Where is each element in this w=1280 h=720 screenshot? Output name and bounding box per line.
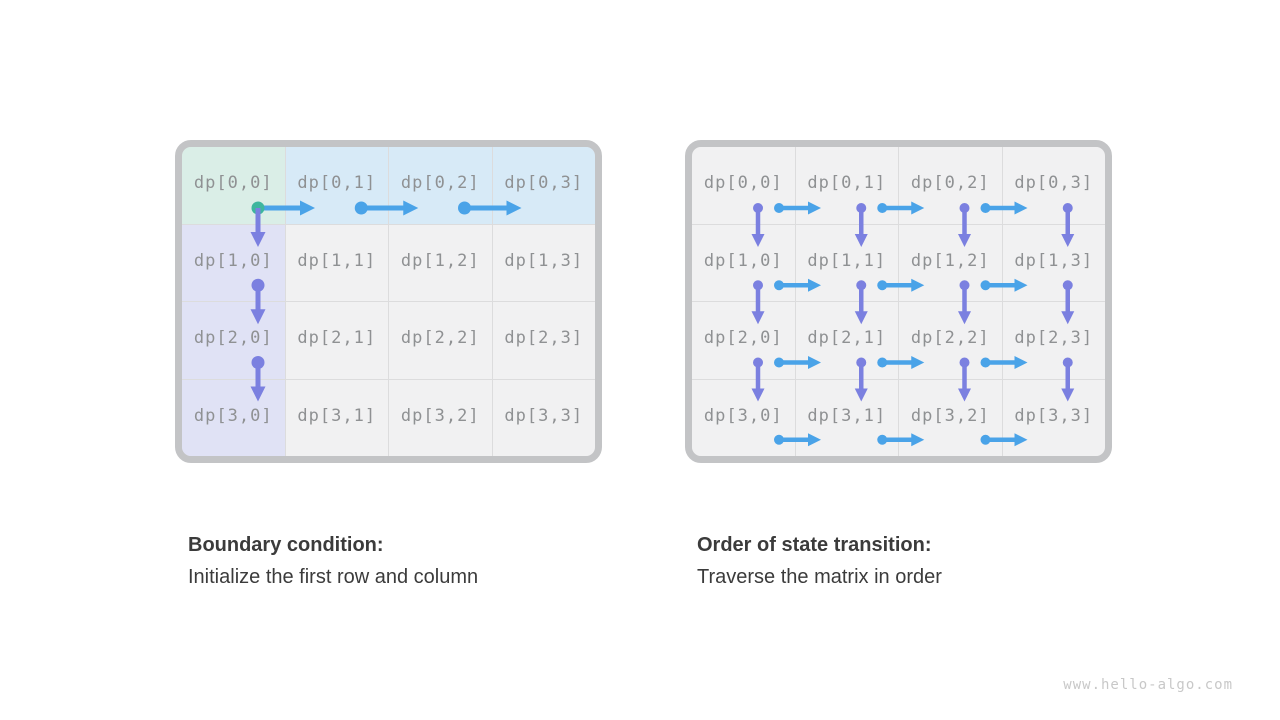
matrix-cell-0-0: dp[0,0]: [692, 147, 795, 224]
matrix-cell-2-1: dp[2,1]: [285, 302, 388, 379]
matrix-cell-1-2: dp[1,2]: [389, 224, 492, 301]
matrix-cell-0-0: dp[0,0]: [182, 147, 285, 224]
matrix-cell-2-0: dp[2,0]: [182, 302, 285, 379]
left-caption: Boundary condition: Initialize the first…: [188, 529, 478, 593]
matrix-cell-0-1: dp[0,1]: [285, 147, 388, 224]
matrix-cell-1-3: dp[1,3]: [1002, 224, 1105, 301]
matrix-cell-0-2: dp[0,2]: [389, 147, 492, 224]
matrix-cell-1-1: dp[1,1]: [285, 224, 388, 301]
left-caption-body: Initialize the first row and column: [188, 566, 479, 588]
matrix-cell-2-3: dp[2,3]: [1002, 302, 1105, 379]
matrix-cell-2-2: dp[2,2]: [389, 302, 492, 379]
state-transition-grid: dp[0,0]dp[0,1]dp[0,2]dp[0,3]dp[1,0]dp[1,…: [685, 140, 1112, 463]
boundary-condition-grid: dp[0,0]dp[0,1]dp[0,2]dp[0,3]dp[1,0]dp[1,…: [175, 140, 602, 463]
right-caption-body: Traverse the matrix in order: [697, 566, 942, 588]
matrix-cell-2-3: dp[2,3]: [492, 302, 595, 379]
matrix-cell-3-0: dp[3,0]: [692, 379, 795, 456]
matrix-cell-1-1: dp[1,1]: [795, 224, 898, 301]
matrix-cell-3-3: dp[3,3]: [492, 379, 595, 456]
state-transition-cells: dp[0,0]dp[0,1]dp[0,2]dp[0,3]dp[1,0]dp[1,…: [692, 147, 1105, 456]
matrix-cell-2-2: dp[2,2]: [899, 302, 1002, 379]
matrix-cell-2-0: dp[2,0]: [692, 302, 795, 379]
matrix-cell-1-0: dp[1,0]: [692, 224, 795, 301]
matrix-cell-0-2: dp[0,2]: [899, 147, 1002, 224]
matrix-cell-1-0: dp[1,0]: [182, 224, 285, 301]
matrix-cell-3-2: dp[3,2]: [899, 379, 1002, 456]
matrix-cell-3-1: dp[3,1]: [285, 379, 388, 456]
right-caption-title: Order of state transition:: [697, 534, 932, 556]
matrix-cell-0-3: dp[0,3]: [1002, 147, 1105, 224]
matrix-cell-3-2: dp[3,2]: [389, 379, 492, 456]
matrix-cell-0-3: dp[0,3]: [492, 147, 595, 224]
matrix-cell-0-1: dp[0,1]: [795, 147, 898, 224]
boundary-condition-cells: dp[0,0]dp[0,1]dp[0,2]dp[0,3]dp[1,0]dp[1,…: [182, 147, 595, 456]
matrix-cell-2-1: dp[2,1]: [795, 302, 898, 379]
matrix-cell-3-3: dp[3,3]: [1002, 379, 1105, 456]
left-caption-title: Boundary condition:: [188, 534, 384, 556]
matrix-cell-3-1: dp[3,1]: [795, 379, 898, 456]
matrix-cell-1-2: dp[1,2]: [899, 224, 1002, 301]
watermark: www.hello-algo.com: [1063, 677, 1233, 693]
right-caption: Order of state transition: Traverse the …: [697, 529, 942, 593]
matrix-cell-3-0: dp[3,0]: [182, 379, 285, 456]
matrix-cell-1-3: dp[1,3]: [492, 224, 595, 301]
